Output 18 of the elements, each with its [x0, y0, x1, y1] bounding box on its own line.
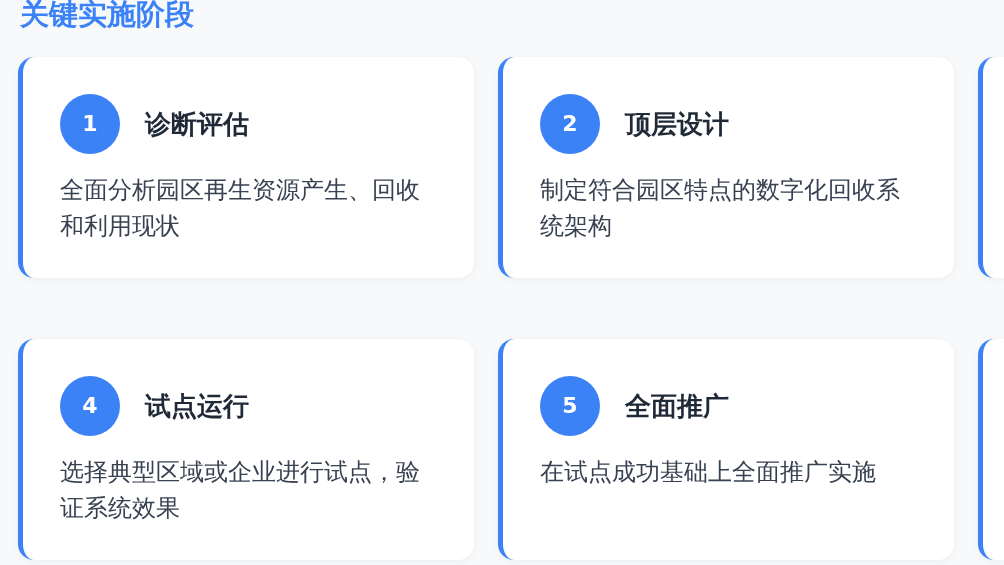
- card-edge: [978, 339, 1004, 560]
- step-card: [498, 57, 954, 278]
- card-text: 制定符合园区特点的数字化回收系统架构: [540, 175, 901, 242]
- step-card: [18, 339, 474, 560]
- card-heading: 全面推广: [625, 390, 729, 423]
- card-heading: 顶层设计: [625, 108, 729, 141]
- card-edge: [978, 57, 1004, 278]
- number-circle: 5: [540, 376, 600, 436]
- card-text: 全面分析园区再生资源产生、回收和利用现状: [60, 175, 421, 242]
- number-circle: 2: [540, 94, 600, 154]
- card-heading: 试点运行: [145, 390, 249, 423]
- card-text: 在试点成功基础上全面推广实施: [540, 457, 877, 488]
- step-card: [498, 339, 954, 560]
- number-circle: 1: [60, 94, 120, 154]
- card-heading: 诊断评估: [145, 108, 249, 141]
- step-card: [18, 57, 474, 278]
- number-circle: 4: [60, 376, 120, 436]
- card-text: 选择典型区域或企业进行试点，验证系统效果: [60, 457, 421, 524]
